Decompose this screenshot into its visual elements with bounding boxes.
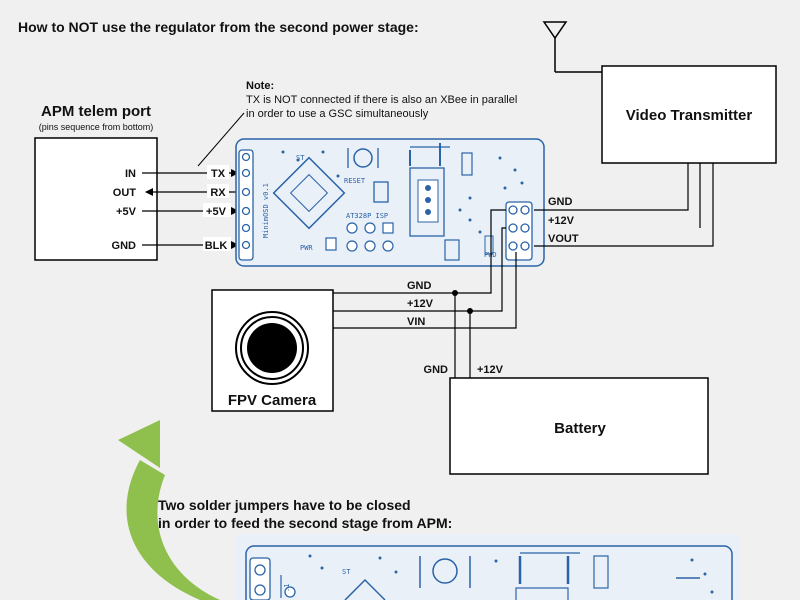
- osd-left-pin-labels: [203, 165, 231, 251]
- apm-port-subtitle: (pins sequence from bottom): [39, 122, 154, 132]
- osd-silkscreen-chip: AT328P ISP: [346, 212, 388, 220]
- camera-lens-icon: [235, 311, 309, 385]
- note-line-2: in order to use a GSC simultaneously: [246, 108, 429, 120]
- apm-pin-out: OUT: [113, 187, 137, 199]
- video-transmitter-box: [601, 65, 777, 164]
- apm-pin-in: IN: [125, 168, 136, 180]
- osd-pin-rx: RX: [210, 187, 226, 199]
- camera-wire-gnd: GND: [407, 280, 432, 292]
- antenna-icon: [542, 21, 602, 73]
- apm-pin-5v: +5V: [116, 206, 137, 218]
- apm-port-box: [34, 137, 158, 261]
- junction-gnd: [452, 290, 458, 296]
- osd-pin-vout: VOUT: [548, 233, 579, 245]
- bottom-text-line-1: Two solder jumpers have to be closed: [158, 497, 411, 513]
- diagram-title: How to NOT use the regulator from the se…: [18, 19, 419, 35]
- osd-silkscreen-name: MinimOSD v0.1: [262, 183, 270, 238]
- camera-wire-vin: VIN: [407, 316, 425, 328]
- osd-vtx-wires: [534, 163, 714, 247]
- note-heading: Note:: [246, 80, 274, 92]
- osd-pin-gnd-right: GND: [548, 196, 573, 208]
- camera-wire-12v: +12V: [407, 298, 434, 310]
- apm-port-title: APM telem port: [41, 103, 151, 120]
- curved-arrow-icon: [118, 420, 220, 600]
- note-pointer-line: [197, 112, 245, 167]
- osd-pin-12v-right: +12V: [548, 215, 575, 227]
- fpv-camera-label: FPV Camera: [228, 392, 317, 409]
- bottom-pcb-version: .1: [283, 584, 291, 592]
- bottom-pcb-st: ST: [342, 568, 351, 576]
- osd-pin-5v: +5V: [206, 206, 227, 218]
- osd-silkscreen-st: ST: [296, 154, 305, 162]
- osd-silkscreen-pwr: PWR: [300, 244, 313, 252]
- osd-silkscreen-pwd: PWD: [484, 251, 497, 259]
- note-line-1: TX is NOT connected if there is also an …: [246, 94, 517, 106]
- bottom-pcb-image: ST .1: [236, 534, 740, 600]
- osd-silkscreen-reset: RESET: [344, 177, 366, 185]
- apm-pin-gnd: GND: [112, 240, 137, 252]
- camera-battery-wires: [333, 209, 517, 378]
- osd-pin-tx: TX: [211, 168, 226, 180]
- video-transmitter-label: Video Transmitter: [626, 107, 753, 124]
- osd-pin-blk: BLK: [205, 240, 228, 252]
- bottom-text-line-2: in order to feed the second stage from A…: [158, 515, 452, 531]
- junction-12v: [467, 308, 473, 314]
- battery-wire-12v: +12V: [477, 364, 504, 376]
- battery-wire-gnd: GND: [424, 364, 449, 376]
- battery-box: [449, 377, 709, 475]
- battery-label: Battery: [554, 420, 606, 437]
- minimosd-board: MinimOSD v0.1 RESET AT328P ISP ST PWR PW…: [235, 138, 545, 267]
